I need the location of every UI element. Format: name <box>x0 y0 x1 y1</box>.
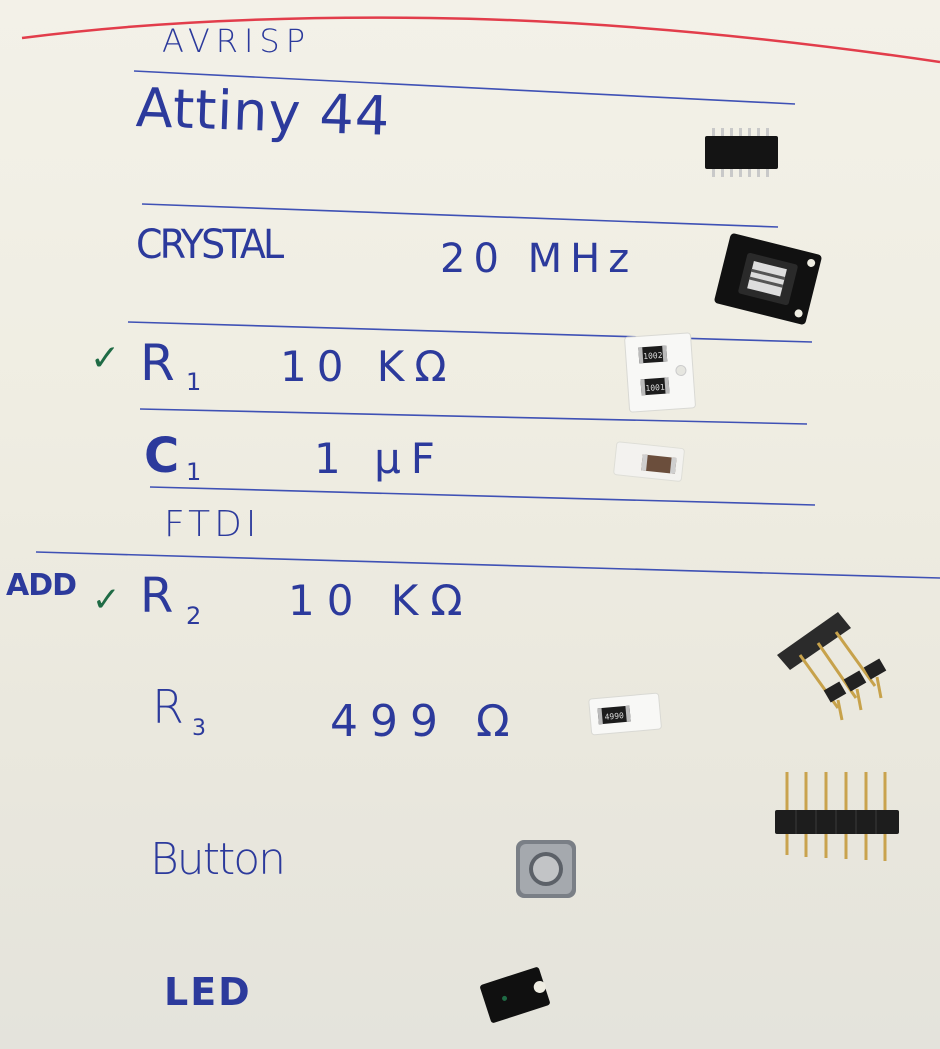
smd-capacitor <box>613 441 685 482</box>
rule-line <box>149 486 816 506</box>
check-mark-icon: ✓ <box>90 338 121 379</box>
rule-line <box>35 551 940 579</box>
add-label: ADD <box>6 568 77 603</box>
smd-tactile-button <box>516 840 576 898</box>
r2-subscript: 2 <box>186 602 202 630</box>
svg-text:4990: 4990 <box>604 711 624 722</box>
check-mark-icon: ✓ <box>92 580 121 620</box>
ftdi-heading: FTDI <box>164 504 261 545</box>
r3-subscript: 3 <box>192 716 206 741</box>
smd-led <box>480 967 550 1023</box>
svg-text:1002: 1002 <box>643 351 663 361</box>
soic-14-ic <box>705 128 778 177</box>
ruled-lines <box>35 70 940 579</box>
crystal-frequency: 20 MHz <box>440 236 638 282</box>
button-label: Button <box>150 834 286 885</box>
c1-value: 1 μF <box>314 434 445 483</box>
six-pin-header <box>775 772 899 861</box>
r3-label: R <box>152 680 184 734</box>
crystal-label: CRYSTAL <box>136 222 284 268</box>
r1-subscript: 1 <box>186 368 202 396</box>
rule-line <box>127 321 813 343</box>
smd-resistor-strip: 1002 1001 <box>624 332 696 413</box>
r2-label: R <box>140 568 174 624</box>
smd-resistor: 4990 <box>588 692 662 736</box>
r1-label: R <box>140 334 175 392</box>
rule-line <box>141 203 779 228</box>
r3-value: 499 Ω <box>330 696 522 747</box>
right-angle-pin-header <box>777 612 887 721</box>
led-label: LED <box>164 970 252 1014</box>
rule-line <box>133 70 796 105</box>
r1-value: 10 KΩ <box>280 342 457 391</box>
c1-subscript: 1 <box>186 458 202 486</box>
smd-crystal-in-tape <box>714 233 822 325</box>
c1-label: C <box>144 428 180 484</box>
attiny-label: Attiny 44 <box>134 76 392 148</box>
svg-text:1001: 1001 <box>645 383 665 393</box>
avrisp-heading: AVRISP <box>162 22 312 60</box>
red-margin-line <box>21 16 940 64</box>
rule-line <box>139 408 808 425</box>
r2-value: 10 KΩ <box>288 576 475 625</box>
